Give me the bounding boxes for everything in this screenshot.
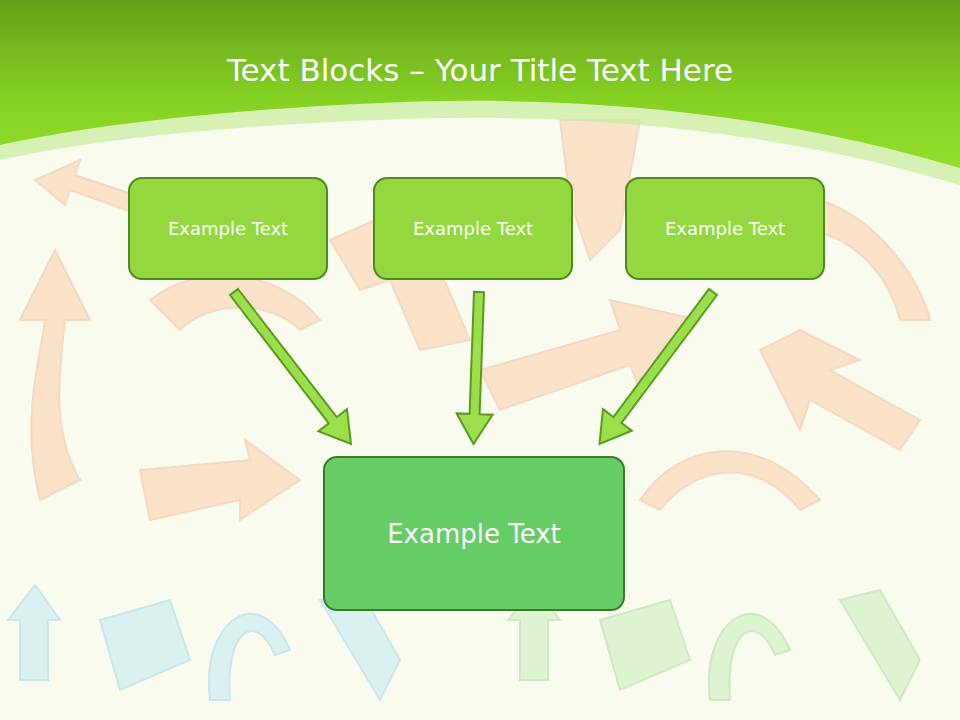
text-block: Example Text [323, 456, 625, 611]
text-block: Example Text [625, 177, 825, 280]
block-text: Example Text [665, 218, 785, 239]
block-arrow [600, 289, 718, 444]
block-text: Example Text [168, 218, 288, 239]
block-arrow [230, 289, 351, 444]
block-text: Example Text [413, 218, 533, 239]
block-text: Example Text [387, 519, 561, 549]
slide-title: Text Blocks – Your Title Text Here [0, 52, 960, 88]
text-block: Example Text [373, 177, 573, 280]
block-arrow [457, 292, 493, 444]
text-block: Example Text [128, 177, 328, 280]
